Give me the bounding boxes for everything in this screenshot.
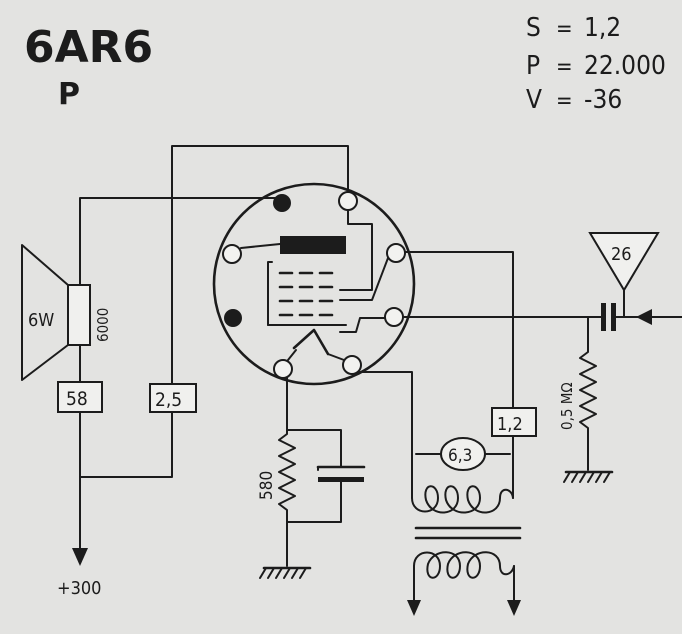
supply-label: +300 [57, 578, 101, 599]
pin-7 [224, 309, 242, 327]
spec-eq-v: = [556, 89, 573, 114]
heater-voltage-bubble [440, 437, 486, 471]
speaker-impedance: 6000 [94, 308, 112, 342]
box-heater-current [491, 407, 537, 437]
grid-resistor [579, 343, 597, 471]
cathode-capacitor [316, 465, 366, 482]
coupling-capacitor [601, 303, 616, 331]
grids [278, 271, 334, 317]
anode-plate [280, 236, 346, 254]
tube-envelope [212, 182, 416, 386]
speaker-power: 6W [28, 310, 54, 331]
driver-tube-label: 26 [611, 244, 632, 265]
cathode-ground [259, 566, 312, 579]
cathode-resistor [278, 423, 296, 523]
box-heater-current-label: 1,2 [497, 414, 523, 435]
tube-name: 6AR6 [24, 22, 153, 73]
box-screen-current [149, 383, 197, 413]
tube-type-letter: P [58, 77, 80, 112]
spec-value-s: 1,2 [584, 13, 621, 43]
cathode [292, 328, 330, 356]
anode-wire [79, 197, 283, 286]
grid-resistor-value: 0,5 MΩ [558, 382, 576, 430]
spec-table: S = 1,2 P = 22.000 V = -36 [526, 13, 666, 115]
spec-eq-p: = [556, 55, 573, 80]
pin-4 [384, 307, 404, 327]
pin-3 [386, 243, 406, 263]
grid-ground [563, 470, 614, 483]
spec-value-v: -36 [584, 85, 622, 115]
cathode-resistor-value: 580 [257, 471, 277, 500]
box-screen-current-label: 2,5 [155, 389, 182, 411]
pin-8 [222, 244, 242, 264]
pin-1 [273, 194, 291, 212]
box-speaker-current-label: 58 [66, 388, 88, 410]
spec-key-s: S [526, 13, 541, 43]
spec-eq-s: = [556, 17, 573, 42]
heater-wire-left [359, 371, 413, 499]
pin-2 [338, 191, 358, 211]
driver-tube-triangle [588, 232, 660, 292]
screen-top-wire [171, 145, 349, 198]
pin-5 [342, 355, 362, 375]
supply-arrow [72, 548, 88, 566]
input-arrow [636, 309, 652, 325]
speaker-symbol [21, 244, 91, 381]
spec-key-v: V [526, 85, 542, 115]
spec-key-p: P [526, 51, 540, 81]
heater-wire-right [404, 251, 514, 411]
spec-value-p: 22.000 [584, 51, 666, 81]
transformer [407, 485, 522, 616]
pin-6 [273, 359, 293, 379]
heater-voltage: 6,3 [448, 446, 472, 466]
bus-wire [79, 411, 173, 478]
box-speaker-current [57, 381, 103, 413]
